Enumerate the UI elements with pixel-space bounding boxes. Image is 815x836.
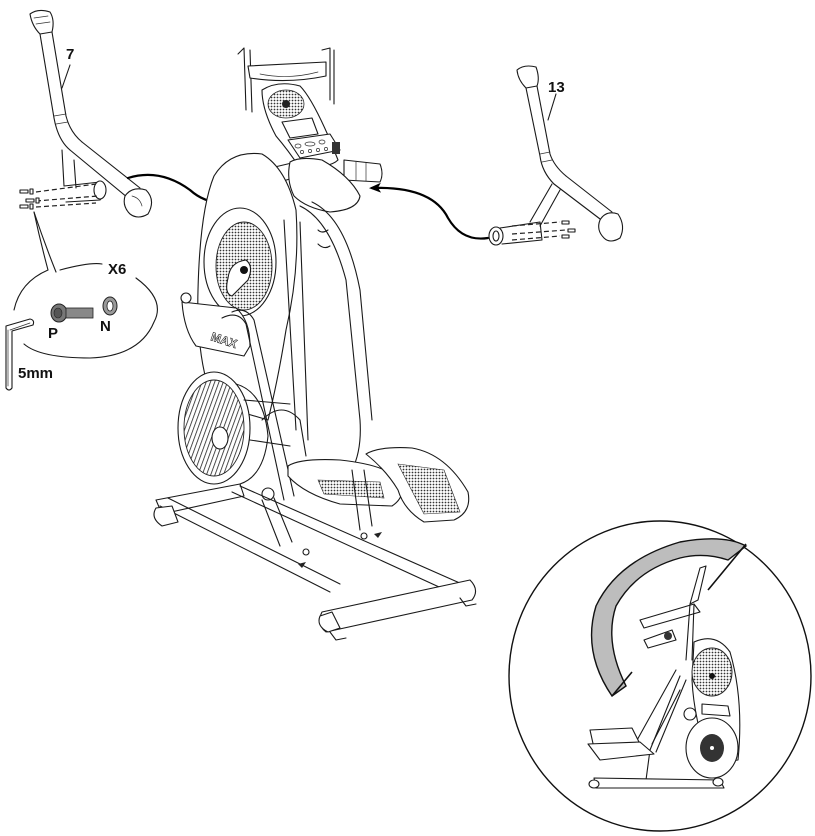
bolt-p-icon [50,303,94,323]
elliptical-machine: MAX [153,47,477,641]
inset-range-of-motion [508,520,812,832]
hardware-callout-pointer [33,211,57,273]
hex-key-5mm-icon [5,318,35,391]
washer-n-icon [102,296,118,316]
hex-key-size-label: 5mm [18,365,54,382]
bolt-p-label: P [48,325,59,342]
hardware-quantity-label: X6 [108,261,127,278]
part-7-handlebar [19,9,153,218]
hardware-callout [13,263,158,359]
console-display [261,83,341,169]
motion-arc [590,538,748,697]
washer-n-label: N [100,318,111,335]
part-13-label: 13 [548,79,565,96]
right-pedal [365,447,470,523]
part-13-handlebar [488,65,624,246]
arrow-right-attach [369,182,490,240]
part-7-label: 7 [66,46,75,63]
